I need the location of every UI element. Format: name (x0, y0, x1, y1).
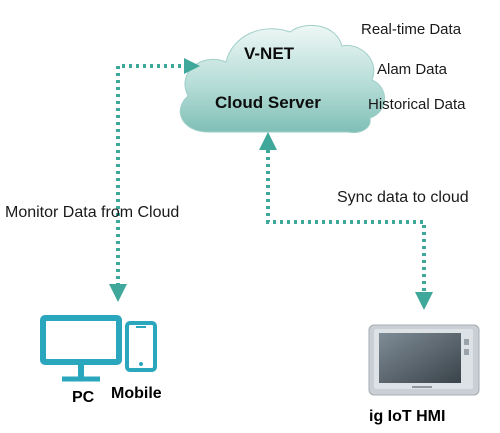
monitor-connector (116, 64, 186, 286)
desktop-monitor-icon (40, 315, 122, 382)
sync-connector (266, 150, 426, 294)
cloud-shape (179, 24, 385, 133)
pc-label: PC (72, 389, 95, 406)
mobile-label: Mobile (111, 385, 162, 402)
arrow-to-pc (109, 284, 127, 302)
arrow-to-cloud-bottom (259, 132, 277, 150)
arrow-to-cloud-left (184, 58, 200, 74)
hmi-device-image (368, 324, 480, 396)
cloud-title: V-NET (244, 44, 295, 63)
mobile-phone-icon (125, 321, 157, 372)
sync-label: Sync data to cloud (337, 189, 469, 206)
data-type-historical: Historical Data (368, 96, 466, 113)
hmi-label: ig IoT HMI (369, 408, 446, 425)
arrow-to-hmi (415, 292, 433, 310)
monitor-label: Monitor Data from Cloud (5, 204, 180, 221)
data-type-realtime: Real-time Data (361, 21, 462, 38)
data-type-alarm: Alam Data (377, 61, 448, 78)
cloud-subtitle: Cloud Server (215, 93, 321, 112)
